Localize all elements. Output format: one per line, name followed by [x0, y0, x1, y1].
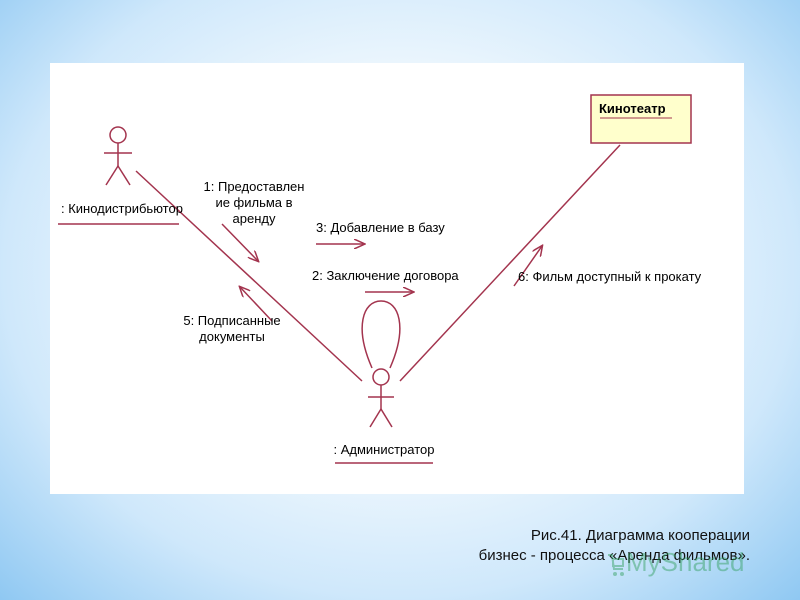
figure-caption: Рис.41. Диаграмма кооперации бизнес - пр… — [479, 526, 750, 566]
message-m1-line2: ие фильма в — [215, 195, 293, 210]
caption-line2: бизнес - процесса «Аренда фильмов». — [478, 547, 750, 564]
message-m3-label: 3: Добавление в базу — [316, 220, 445, 235]
arrow-m5 — [240, 287, 273, 322]
arrow-m1 — [221, 223, 258, 261]
administrator-label: : Администратор — [333, 442, 435, 457]
administrator-actor-icon — [368, 368, 394, 428]
cinema-label: Кинотеатр — [599, 101, 666, 116]
message-m5-label: 5: Подписанные документы — [183, 313, 280, 345]
arrow-m6 — [513, 246, 542, 287]
diagram-canvas — [58, 94, 692, 464]
cinema-object-box — [590, 94, 692, 144]
distributor-actor-icon — [104, 126, 132, 186]
caption-line1: Рис.41. Диаграмма кооперации — [530, 527, 750, 544]
message-m1-line3: аренду — [232, 211, 276, 226]
self-link-loop — [361, 300, 401, 369]
cart-icon — [608, 554, 624, 576]
message-m1-label: 1: Предоставлен ие фильма в аренду — [204, 179, 305, 227]
message-m6-label: 6: Фильм доступный к прокату — [518, 269, 702, 284]
message-m2-label: 2: Заключение договора — [312, 268, 459, 283]
watermark: MyShared — [606, 545, 766, 581]
collaboration-diagram: : Кинодистрибьютор : Администратор Кинот… — [50, 63, 744, 494]
message-m1-line1: 1: Предоставлен — [203, 179, 305, 194]
watermark-text: MyShared — [626, 547, 745, 577]
link-distributor-administrator — [135, 170, 363, 382]
link-administrator-cinema — [399, 144, 621, 382]
message-m5-line1: 5: Подписанные — [183, 313, 281, 328]
message-m5-line2: документы — [199, 329, 265, 344]
distributor-label: : Кинодистрибьютор — [61, 201, 183, 216]
